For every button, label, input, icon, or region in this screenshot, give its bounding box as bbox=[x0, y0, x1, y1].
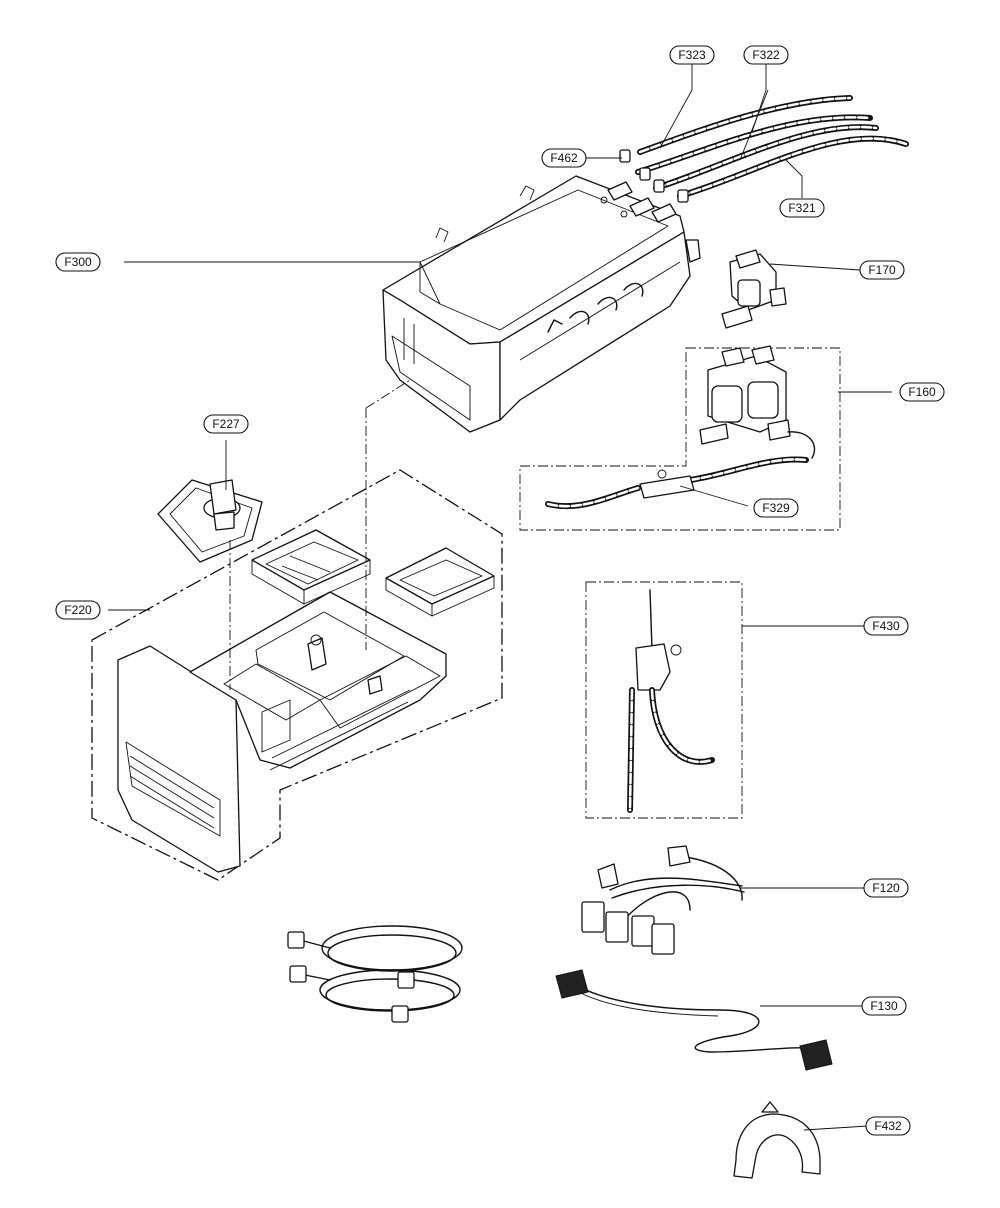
label-F322: F322 bbox=[743, 45, 789, 65]
label-F329: F329 bbox=[753, 498, 799, 518]
svg-text:F430: F430 bbox=[872, 619, 900, 633]
label-F432: F432 bbox=[865, 1116, 911, 1136]
svg-text:F120: F120 bbox=[872, 881, 900, 895]
water-tubes-part bbox=[619, 95, 909, 203]
svg-text:F160: F160 bbox=[908, 385, 936, 399]
leader-lines bbox=[108, 64, 892, 1131]
svg-text:F220: F220 bbox=[64, 603, 92, 617]
dual-water-valve-assembly-part bbox=[519, 345, 841, 531]
svg-text:F321: F321 bbox=[788, 201, 816, 215]
label-F160: F160 bbox=[899, 382, 945, 402]
wire-harness-part bbox=[581, 845, 745, 955]
svg-text:F432: F432 bbox=[874, 1119, 902, 1133]
detergent-cap-part bbox=[157, 479, 263, 563]
label-F430: F430 bbox=[863, 616, 909, 636]
svg-text:F170: F170 bbox=[868, 263, 896, 277]
svg-text:F300: F300 bbox=[64, 255, 92, 269]
svg-text:F322: F322 bbox=[752, 48, 780, 62]
svg-text:F329: F329 bbox=[762, 501, 790, 515]
assembly-guide-lines bbox=[229, 379, 411, 690]
dispenser-drawer-part bbox=[91, 469, 503, 881]
label-F220: F220 bbox=[55, 600, 101, 620]
label-F227: F227 bbox=[203, 414, 249, 434]
label-F300: F300 bbox=[55, 252, 101, 272]
label-F462: F462 bbox=[541, 148, 587, 168]
label-F323: F323 bbox=[669, 45, 715, 65]
label-F120: F120 bbox=[863, 878, 909, 898]
hose-guide-part bbox=[733, 1101, 821, 1179]
svg-text:F227: F227 bbox=[212, 417, 240, 431]
svg-text:F130: F130 bbox=[870, 999, 898, 1013]
single-water-valve-part bbox=[721, 249, 787, 329]
svg-text:F462: F462 bbox=[550, 151, 578, 165]
label-F170: F170 bbox=[859, 260, 905, 280]
label-F321: F321 bbox=[779, 198, 825, 218]
inlet-hoses-part bbox=[287, 925, 463, 1023]
power-cable-part bbox=[555, 969, 833, 1071]
dispenser-housing-part bbox=[382, 175, 701, 433]
pressure-hose-assembly-part bbox=[585, 581, 743, 819]
svg-text:F323: F323 bbox=[678, 48, 706, 62]
label-F130: F130 bbox=[861, 996, 907, 1016]
